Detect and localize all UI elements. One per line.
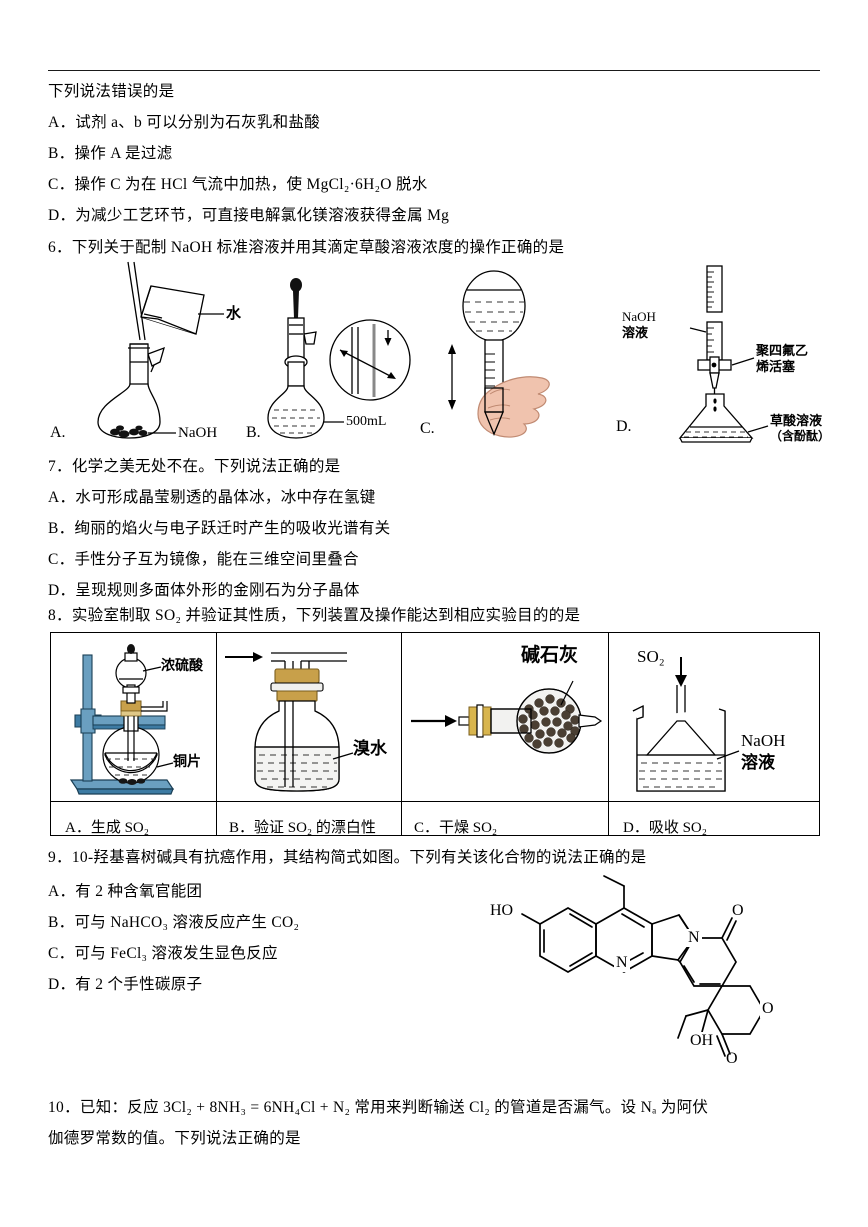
q8d-label-solution: 溶液 [741, 753, 775, 772]
q6-choice-letter-d: D. [616, 418, 632, 435]
q6d-label-naoh: NaOH [622, 309, 656, 324]
q8-caption-b: B．验证 SO₂ 的漂白性 [229, 820, 376, 836]
q8-figure-b: 溴水 [223, 641, 399, 799]
q6d-label-naoh-solution: 溶液 [622, 325, 649, 340]
q6-figure-d: NaOH 溶液 聚四氟乙 烯活塞 草酸溶液 （含酚酞） D. [616, 265, 831, 444]
q8a-label-copper: 铜片 [173, 753, 201, 769]
q8-caption-a: A．生成 SO₂ [65, 820, 149, 836]
q9-option-d: D．有 2 个手性碳原子 [48, 976, 203, 993]
q6-choice-letter-c: C. [420, 420, 435, 437]
q8b-label-bromine-water: 溴水 [353, 739, 387, 758]
structure-label-o-ketone: O [732, 902, 744, 919]
q9-structure-diagram: HO N N O O O OH [488, 872, 778, 1070]
q8-caption-d: D．吸收 SO₂ [623, 820, 707, 836]
q8-figure-a: 浓硫酸 铜片 [57, 637, 215, 799]
q9-option-a: A．有 2 种含氧官能团 [48, 883, 203, 900]
q6-figure-c: C. [420, 268, 568, 444]
q6a-label-water: 水 [226, 305, 242, 322]
q7-option-c: C．手性分子互为镜像，能在三维空间里叠合 [48, 551, 359, 568]
q8d-label-naoh: NaOH [741, 731, 786, 750]
structure-label-n-ring: N [614, 954, 630, 973]
q7-option-d: D．呈现规则多面体外形的金刚石为分子晶体 [48, 582, 360, 599]
structure-label-oh: OH [688, 1032, 716, 1051]
q9-option-b: B．可与 NaHCO₃ 溶液反应产生 CO₂ [48, 914, 300, 931]
q6a-label-naoh: NaOH [178, 425, 218, 441]
q10-line-1: 10．已知：反应 3Cl₂ + 8NH₃ = 6NH₄Cl + N₂ 常用来判断… [48, 1099, 709, 1116]
q6d-label-ptfe-1: 聚四氟乙 [756, 343, 809, 358]
q5-option-b: B．操作 A 是过滤 [48, 145, 173, 162]
q5-option-c: C．操作 C 为在 HCl 气流中加热，使 MgCl₂·6H₂O 脱水 [48, 176, 428, 193]
q8-figure-d: SO₂ NaOH 溶液 [617, 641, 811, 799]
structure-label-ho: HO [490, 902, 514, 919]
table-col-divider-3 [608, 633, 609, 835]
q6b-label-500ml: 500mL [346, 414, 387, 429]
structure-label-o-ester: O [760, 1000, 776, 1019]
q6d-label-oxalic-1: 草酸溶液 [770, 413, 823, 428]
q5-option-d: D．为减少工艺环节，可直接电解氯化镁溶液获得金属 Mg [48, 207, 450, 224]
q6-figure-b: 500mL B. [246, 272, 422, 444]
table-col-divider-2 [401, 633, 402, 835]
q6-stem: 6．下列关于配制 NaOH 标准溶液并用其滴定草酸溶液浓度的操作正确的是 [48, 239, 565, 256]
q5-option-a: A．试剂 a、b 可以分别为石灰乳和盐酸 [48, 114, 321, 131]
q9-stem: 9．10-羟基喜树碱具有抗癌作用，其结构简式如图。下列有关该化合物的说法正确的是 [48, 849, 647, 866]
q9-option-c: C．可与 FeCl₃ 溶液发生显色反应 [48, 945, 278, 962]
table-row-divider [51, 801, 819, 802]
q8-figure-c: 碱石灰 [409, 643, 605, 799]
header-rule [48, 70, 820, 71]
q6-figure-a: 水 NaOH A. [50, 261, 258, 444]
q8-caption-c: C．干燥 SO₂ [414, 820, 498, 836]
structure-label-n-amide: N [686, 929, 702, 948]
structure-label-o-lactone: O [726, 1050, 738, 1067]
q6-choice-letter-b: B. [246, 424, 261, 441]
q6d-label-oxalic-2: （含酚酞） [770, 429, 831, 443]
q6-choice-letter-a: A. [50, 424, 66, 441]
q8-stem: 8．实验室制取 SO₂ 并验证其性质，下列装置及操作能达到相应实验目的的是 [48, 607, 581, 624]
q7-option-a: A．水可形成晶莹剔透的晶体冰，冰中存在氢键 [48, 489, 376, 506]
q8d-label-so2: SO₂ [637, 647, 665, 666]
q7-option-b: B．绚丽的焰火与电子跃迁时产生的吸收光谱有关 [48, 520, 391, 537]
q10-line-2: 伽德罗常数的值。下列说法正确的是 [48, 1130, 301, 1147]
table-col-divider-1 [216, 633, 217, 835]
q7-stem: 7．化学之美无处不在。下列说法正确的是 [48, 458, 341, 475]
q5-stem: 下列说法错误的是 [48, 83, 175, 100]
q8c-label-soda-lime: 碱石灰 [521, 645, 579, 666]
q8-apparatus-table: 浓硫酸 铜片 [50, 632, 820, 836]
q8a-label-sulfuric-acid: 浓硫酸 [161, 657, 203, 673]
q6d-label-ptfe-2: 烯活塞 [756, 359, 796, 374]
